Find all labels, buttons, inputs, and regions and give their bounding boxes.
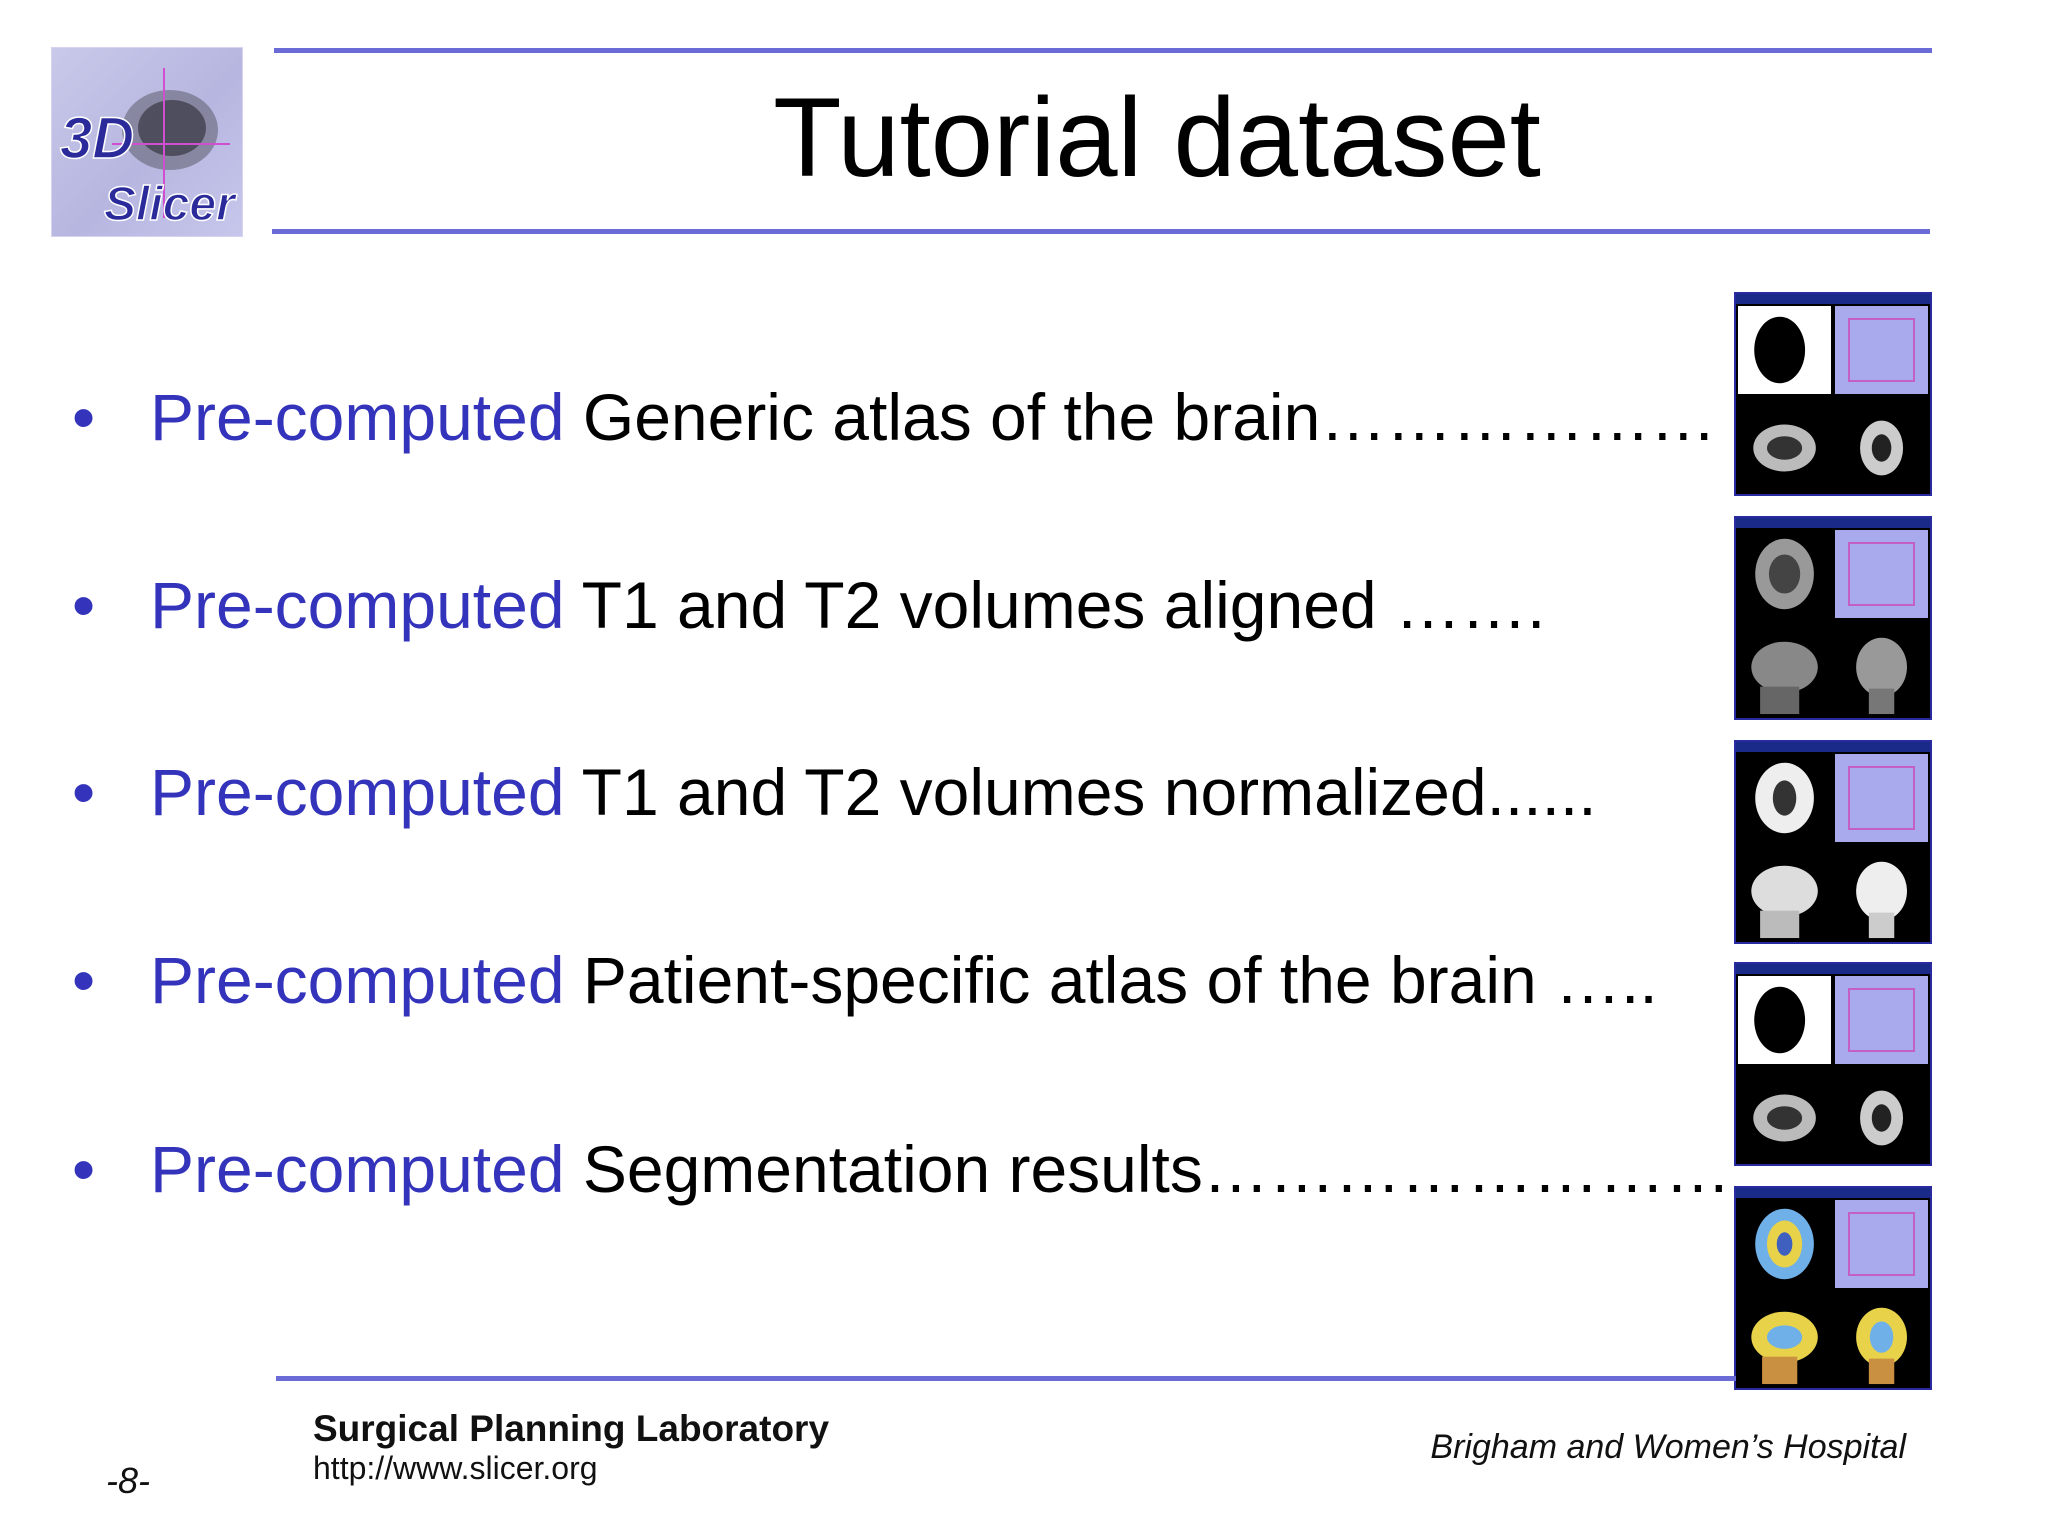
bullet-text: T1 and T2 volumes normalized...... bbox=[564, 755, 1597, 829]
title-bottom-rule bbox=[272, 229, 1930, 234]
bullet-text: Generic atlas of the brain……………… bbox=[564, 380, 1717, 454]
title-top-rule bbox=[274, 48, 1932, 53]
svg-text:3D: 3D bbox=[60, 106, 134, 171]
bullet-prefix: Pre-computed bbox=[150, 755, 565, 829]
bullet-item: •Pre-computed Segmentation results………………… bbox=[72, 1136, 1731, 1202]
slicer-logo: 3D Slicer bbox=[51, 47, 243, 237]
t1-t2-normalized-viewer-thumbnail bbox=[1734, 740, 1932, 944]
bullet-prefix: Pre-computed bbox=[150, 943, 565, 1017]
bullet-text: Patient-specific atlas of the brain ….. bbox=[564, 943, 1658, 1017]
bullet-marker: • bbox=[72, 755, 96, 829]
brain-logo-icon: 3D Slicer bbox=[59, 68, 238, 232]
atlas-viewer-thumbnail bbox=[1734, 292, 1932, 496]
bullet-item: •Pre-computed T1 and T2 volumes normaliz… bbox=[72, 759, 1597, 825]
bullet-item: •Pre-computed Generic atlas of the brain… bbox=[72, 384, 1716, 450]
page-number: -8- bbox=[106, 1460, 150, 1501]
bullet-text: T1 and T2 volumes aligned ……. bbox=[564, 568, 1546, 642]
bullet-item: •Pre-computed T1 and T2 volumes aligned … bbox=[72, 572, 1545, 638]
t1-t2-aligned-viewer-thumbnail bbox=[1734, 516, 1932, 720]
footer-lab-name: Surgical Planning Laboratory bbox=[313, 1408, 830, 1449]
svg-text:Slicer: Slicer bbox=[104, 178, 237, 231]
slide-title: Tutorial dataset bbox=[773, 75, 1541, 200]
bullet-prefix: Pre-computed bbox=[150, 380, 565, 454]
bullet-item: •Pre-computed Patient-specific atlas of … bbox=[72, 947, 1658, 1013]
footer-rule bbox=[276, 1376, 1736, 1381]
bullet-text: Segmentation results…………………… bbox=[564, 1132, 1731, 1206]
footer-hospital: Brigham and Women’s Hospital bbox=[1430, 1428, 1906, 1466]
bullet-marker: • bbox=[72, 1132, 96, 1206]
bullet-marker: • bbox=[72, 568, 96, 642]
patient-atlas-viewer-thumbnail bbox=[1734, 962, 1932, 1166]
bullet-prefix: Pre-computed bbox=[150, 1132, 565, 1206]
footer-url-link[interactable]: http://www.slicer.org bbox=[313, 1450, 598, 1486]
bullet-prefix: Pre-computed bbox=[150, 568, 565, 642]
bullet-marker: • bbox=[72, 380, 96, 454]
segmentation-viewer-thumbnail bbox=[1734, 1186, 1932, 1390]
bullet-marker: • bbox=[72, 943, 96, 1017]
